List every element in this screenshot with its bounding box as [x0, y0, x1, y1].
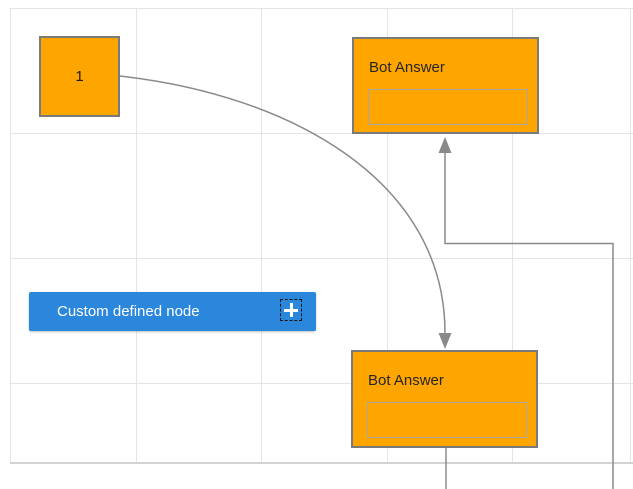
add-node-button[interactable] — [280, 299, 302, 321]
node-bot-answer-bottom[interactable]: Bot Answer — [351, 350, 538, 448]
plus-icon — [281, 300, 301, 320]
node-title: Bot Answer — [368, 372, 444, 389]
node-start-label: 1 — [75, 68, 84, 85]
arrowhead-up — [438, 137, 452, 153]
node-start[interactable]: 1 — [39, 36, 120, 117]
node-custom-defined[interactable]: Custom defined node — [29, 292, 316, 331]
connector-curve[interactable] — [119, 75, 452, 349]
bot-answer-input-box[interactable] — [368, 89, 528, 125]
node-title: Bot Answer — [369, 59, 445, 76]
connector-orthogonal[interactable] — [438, 137, 614, 489]
bot-answer-input-box[interactable] — [367, 402, 527, 438]
arrowhead-down — [438, 333, 452, 349]
node-custom-label: Custom defined node — [57, 303, 200, 320]
node-bot-answer-top[interactable]: Bot Answer — [352, 37, 539, 134]
